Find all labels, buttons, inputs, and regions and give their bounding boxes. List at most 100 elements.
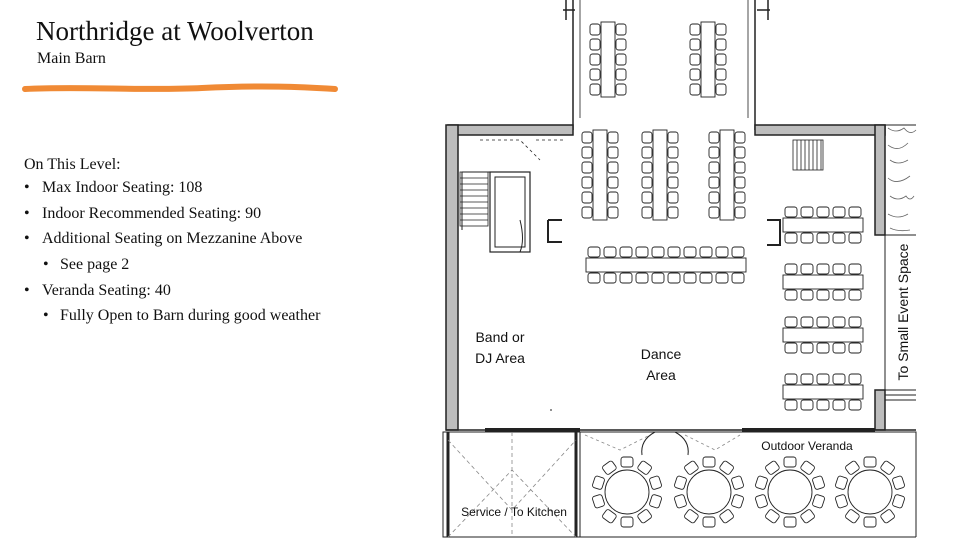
chair (816, 373, 830, 385)
chair (587, 246, 601, 258)
chair (603, 246, 617, 258)
banquet-table (592, 129, 608, 221)
chair (816, 399, 830, 411)
chair (800, 373, 814, 385)
chair (848, 263, 862, 275)
chair (784, 373, 798, 385)
chair (702, 456, 716, 468)
chair (848, 399, 862, 411)
chair (649, 494, 662, 509)
chair (848, 232, 862, 244)
chair (689, 38, 701, 51)
chair (783, 456, 797, 468)
veranda-door-lines (584, 434, 741, 451)
chair (637, 509, 652, 524)
chair (589, 38, 601, 51)
chair (715, 246, 729, 258)
chair (734, 131, 746, 144)
round-table (847, 469, 893, 515)
chair (719, 509, 734, 524)
chair (832, 206, 846, 218)
round-table (686, 469, 732, 515)
chair (635, 272, 649, 284)
chair (619, 272, 633, 284)
chair (892, 494, 905, 509)
chair (651, 246, 665, 258)
chair (641, 161, 653, 174)
banquet-table (600, 21, 616, 98)
chair (615, 68, 627, 81)
chair (845, 460, 860, 475)
chair (581, 191, 593, 204)
chair (734, 161, 746, 174)
chair (615, 83, 627, 96)
banquet-table (782, 327, 864, 343)
chair (832, 373, 846, 385)
chair (832, 316, 846, 328)
service-kitchen-label: Service / To Kitchen (461, 505, 567, 519)
round-table (604, 469, 650, 515)
chair (641, 146, 653, 159)
chair (832, 232, 846, 244)
chair (784, 316, 798, 328)
chair (731, 475, 744, 490)
chair (715, 23, 727, 36)
chair (667, 131, 679, 144)
banquet-table (719, 129, 735, 221)
chair (674, 494, 687, 509)
chair (589, 23, 601, 36)
dance-area-label-line2: Area (646, 367, 676, 383)
chair (607, 176, 619, 189)
chair (607, 161, 619, 174)
chair (667, 191, 679, 204)
chair (607, 206, 619, 219)
chair (708, 191, 720, 204)
chair (835, 475, 848, 490)
chair (708, 206, 720, 219)
chair (848, 316, 862, 328)
chair (800, 289, 814, 301)
chair (734, 176, 746, 189)
chair (684, 509, 699, 524)
chair (620, 456, 634, 468)
chair (784, 232, 798, 244)
chair (848, 289, 862, 301)
chair (581, 131, 593, 144)
chair (848, 206, 862, 218)
chair (689, 83, 701, 96)
bullet-mezzanine: •Additional Seating on Mezzanine Above (24, 230, 303, 248)
chair (674, 475, 687, 490)
banquet-table (652, 129, 668, 221)
chair (800, 342, 814, 354)
chair (589, 68, 601, 81)
chair (689, 68, 701, 81)
chair (765, 509, 780, 524)
chair (812, 475, 825, 490)
chair (755, 494, 768, 509)
chair (784, 206, 798, 218)
round-table (767, 469, 813, 515)
chair (863, 516, 877, 528)
level-bullet-list: •Max Indoor Seating: 108 •Indoor Recomme… (24, 178, 320, 332)
chair (589, 53, 601, 66)
bullet-veranda-seating: •Veranda Seating: 40 (24, 281, 171, 299)
chair (784, 263, 798, 275)
chair (589, 83, 601, 96)
chair (832, 399, 846, 411)
chair (683, 246, 697, 258)
band-dj-label-line1: Band or (475, 329, 524, 345)
chair (667, 272, 681, 284)
chair (683, 272, 697, 284)
chair (641, 191, 653, 204)
floor-plan-tables (581, 21, 905, 528)
chair (784, 289, 798, 301)
service-cross-lines (447, 432, 577, 538)
chair (667, 246, 681, 258)
chair (708, 176, 720, 189)
chair (832, 342, 846, 354)
floor-plan-stairs (459, 139, 824, 227)
floor-plan: Band or DJ Area Dance Area Outdoor Veran… (442, 0, 917, 538)
chair (734, 206, 746, 219)
chair (615, 53, 627, 66)
chair (715, 53, 727, 66)
